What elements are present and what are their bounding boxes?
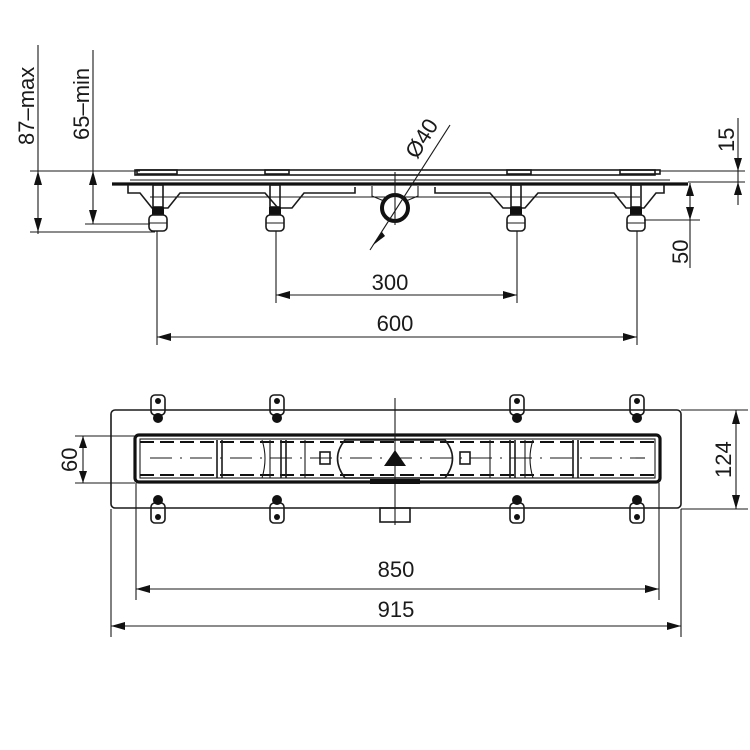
- dimension-foot-height: 50: [644, 183, 700, 268]
- adjustable-feet: [148, 184, 646, 232]
- frame-width-label: 124: [711, 441, 736, 478]
- overall-length-label: 915: [378, 597, 415, 622]
- height-max-label: 87–max: [14, 67, 39, 145]
- dimension-height-max: 87–max: [14, 45, 155, 234]
- drain-outlet-marker-icon: [384, 450, 406, 466]
- bracket: [150, 394, 166, 524]
- dimension-overall-length: 915: [110, 509, 682, 637]
- mounting-brackets: [150, 394, 645, 524]
- dimension-frame-height: 15: [660, 118, 745, 205]
- channel-length-label: 850: [378, 557, 415, 582]
- drain-side-profile: [112, 169, 688, 232]
- dimension-outlet-diameter: Ø40: [369, 114, 451, 251]
- height-min-label: 65–min: [69, 68, 94, 140]
- dimension-outer-feet-spacing: 600: [156, 231, 638, 345]
- bracket: [629, 394, 645, 524]
- dimension-inner-feet-spacing: 300: [275, 231, 518, 303]
- bracket: [509, 394, 525, 524]
- channel-partitions: [216, 439, 579, 479]
- top-view: 60 124 850 915: [57, 394, 748, 637]
- center-sump: [319, 439, 471, 523]
- dimension-channel-width: 60: [57, 435, 135, 484]
- outlet-diameter-label: Ø40: [400, 114, 443, 163]
- outer-spacing-label: 600: [377, 311, 414, 336]
- dimension-channel-length: 850: [135, 483, 660, 600]
- inner-spacing-label: 300: [372, 270, 409, 295]
- dimension-height-min: 65–min: [69, 50, 150, 225]
- foot-height-label: 50: [668, 240, 693, 264]
- bracket: [269, 394, 285, 524]
- channel-width-label: 60: [57, 448, 82, 472]
- side-view: 87–max 65–min: [14, 45, 745, 345]
- frame-height-label: 15: [714, 128, 739, 152]
- dimension-frame-width: 124: [681, 409, 748, 510]
